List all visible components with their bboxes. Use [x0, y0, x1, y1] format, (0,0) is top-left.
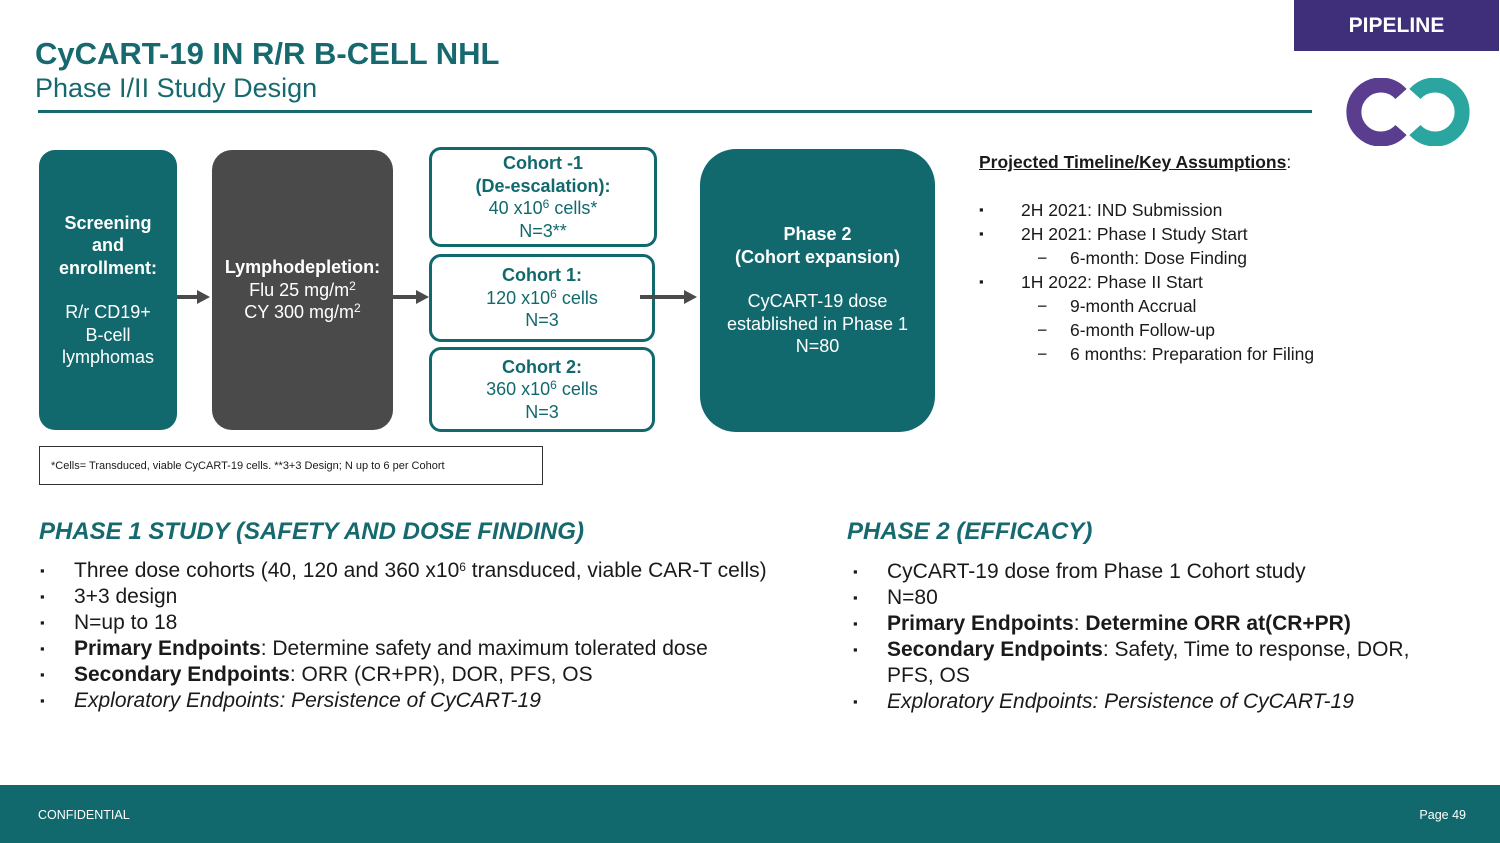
cohort-1-box: Cohort 1: 120 x106 cells N=3: [429, 254, 655, 342]
confidential-label: CONFIDENTIAL: [38, 808, 130, 822]
cohort-2-box: Cohort 2: 360 x106 cells N=3: [429, 347, 655, 432]
list-item: ▪Primary Endpoints: Determine safety and…: [40, 637, 708, 660]
footnote: *Cells= Transduced, viable CyCART-19 cel…: [39, 446, 543, 485]
list-item: ▪Secondary Endpoints: ORR (CR+PR), DOR, …: [40, 663, 593, 686]
phase1-list: ▪Three dose cohorts (40, 120 and 360 x10…: [39, 558, 829, 714]
timeline-item: ▪1H 2022: Phase II Start: [979, 272, 1203, 292]
section-badge: PIPELINE: [1294, 0, 1499, 51]
list-item: ▪Primary Endpoints: Determine ORR at(CR+…: [853, 612, 1351, 635]
phase2-heading: PHASE 2 (EFFICACY): [847, 518, 1093, 545]
timeline-item: ▪2H 2021: Phase I Study Start: [979, 224, 1248, 244]
list-item: ▪Secondary Endpoints: Safety, Time to re…: [853, 638, 1410, 687]
timeline-subitem: −6 months: Preparation for Filing: [1037, 344, 1315, 364]
phase2-expansion-box: Phase 2 (Cohort expansion) CyCART-19 dos…: [700, 149, 935, 432]
arrow-right-icon: [393, 290, 429, 304]
phase2-list: ▪CyCART-19 dose from Phase 1 Cohort stud…: [852, 559, 1442, 715]
timeline-subitem: −6-month Follow-up: [1037, 320, 1215, 340]
arrow-right-icon: [640, 290, 698, 304]
timeline-subitem: −9-month Accrual: [1037, 296, 1197, 316]
phase1-heading: PHASE 1 STUDY (SAFETY AND DOSE FINDING): [39, 518, 584, 545]
timeline-item: ▪2H 2021: IND Submission: [979, 200, 1223, 220]
lymphodepletion-box: Lymphodepletion: Flu 25 mg/m2 CY 300 mg/…: [212, 150, 393, 430]
company-logo-icon: [1346, 78, 1470, 146]
list-item: ▪CyCART-19 dose from Phase 1 Cohort stud…: [853, 560, 1306, 583]
list-item: ▪Exploratory Endpoints: Persistence of C…: [853, 690, 1354, 713]
timeline-heading: Projected Timeline/Key Assumptions:: [979, 152, 1292, 172]
list-item: ▪Three dose cohorts (40, 120 and 360 x10…: [40, 559, 767, 582]
page-number: Page 49: [1419, 808, 1466, 822]
timeline-panel: Projected Timeline/Key Assumptions: ▪2H …: [979, 150, 1409, 366]
arrow-right-icon: [177, 290, 210, 304]
timeline-subitem: −6-month: Dose Finding: [1037, 248, 1248, 268]
list-item: ▪N=80: [853, 586, 938, 609]
title-divider: [38, 110, 1312, 113]
list-item: ▪3+3 design: [40, 585, 178, 608]
footer-bar: [0, 785, 1500, 843]
list-item: ▪N=up to 18: [40, 611, 178, 634]
cohort-minus1-box: Cohort -1 (De-escalation): 40 x106 cells…: [429, 147, 657, 247]
screening-box: Screening and enrollment: R/r CD19+ B-ce…: [39, 150, 177, 430]
page-title: CyCART-19 IN R/R B-CELL NHL: [35, 36, 500, 71]
page-subtitle: Phase I/II Study Design: [35, 73, 318, 103]
list-item: ▪Exploratory Endpoints: Persistence of C…: [40, 689, 541, 712]
